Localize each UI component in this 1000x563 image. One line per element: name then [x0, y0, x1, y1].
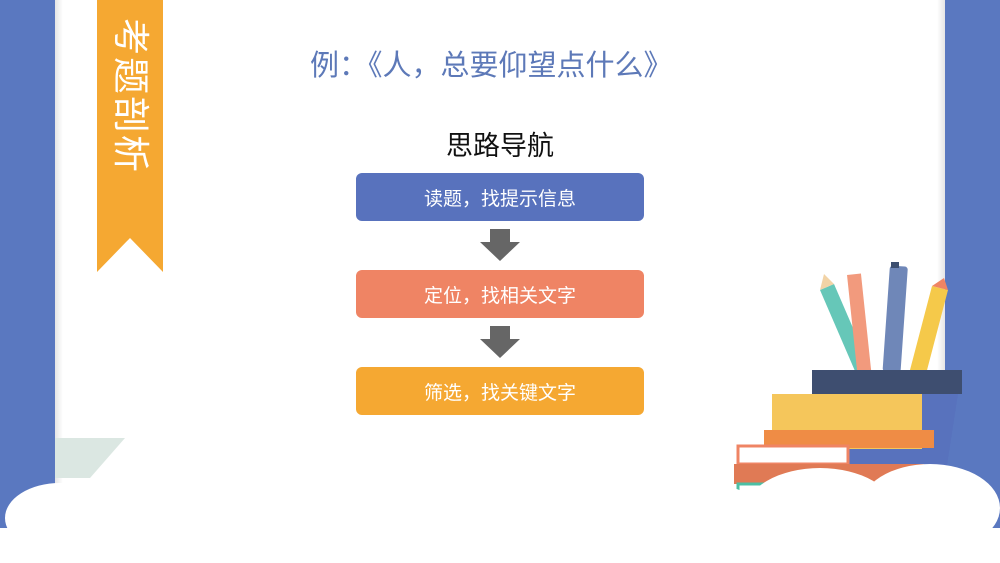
page-title: 例：《人，总要仰望点什么》: [310, 48, 673, 82]
section-label: 考题剖析: [109, 18, 152, 174]
down-arrow-icon: [480, 326, 520, 358]
ribbon-shape: [97, 0, 163, 272]
books-and-pencils-illustration: [734, 262, 962, 524]
cloud-icon: [0, 438, 1000, 563]
left-frame: [0, 0, 55, 563]
cloud-border: [0, 438, 1000, 563]
flow-title: 思路导航: [446, 131, 554, 162]
step-filter-keywords: 筛选，找关键文字: [356, 367, 644, 415]
down-arrow-icon: [480, 229, 520, 261]
step-read-question: 读题，找提示信息: [356, 173, 644, 221]
step-locate-text: 定位，找相关文字: [356, 270, 644, 318]
board-shadow-left: [55, 0, 63, 563]
section-ribbon: 考题剖析: [97, 0, 163, 272]
